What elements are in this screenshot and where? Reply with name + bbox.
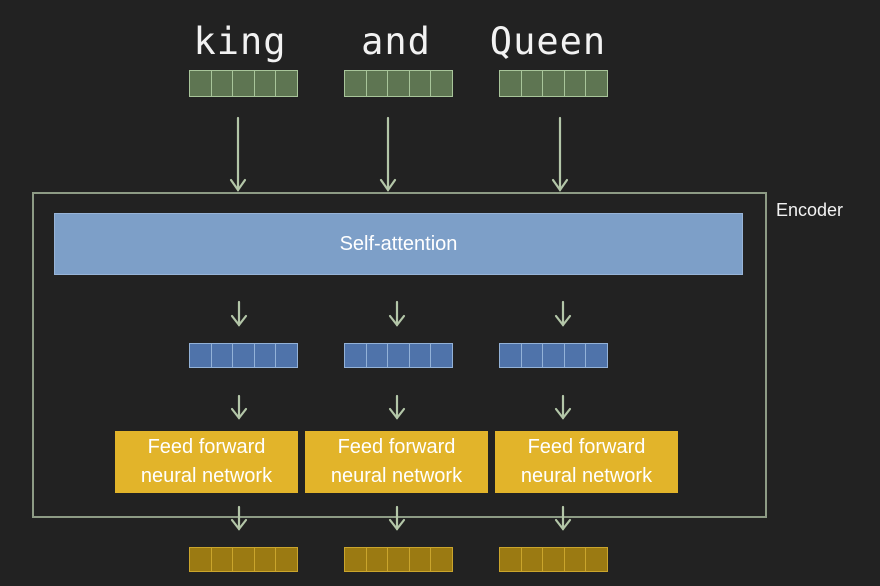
vector-cell bbox=[233, 548, 255, 571]
vector-cell bbox=[367, 71, 389, 96]
embedding-vector-queen bbox=[499, 70, 608, 97]
vector-cell bbox=[410, 344, 432, 367]
vector-cell bbox=[345, 71, 367, 96]
vector-cell bbox=[367, 548, 389, 571]
vector-cell bbox=[190, 548, 212, 571]
ffn-label-line2: neural network bbox=[140, 465, 273, 487]
vector-cell bbox=[500, 548, 522, 571]
encoder-label: Encoder bbox=[776, 200, 844, 220]
vector-cell bbox=[388, 344, 410, 367]
vector-cell bbox=[190, 344, 212, 367]
encoder-output-vector-2 bbox=[344, 547, 453, 572]
vector-cell bbox=[255, 548, 277, 571]
vector-cell bbox=[345, 344, 367, 367]
vector-cell bbox=[565, 344, 587, 367]
vector-cell bbox=[233, 71, 255, 96]
vector-cell bbox=[500, 71, 522, 96]
vector-cell bbox=[522, 71, 544, 96]
ffn-label-line2: neural network bbox=[330, 465, 463, 487]
vector-cell bbox=[410, 548, 432, 571]
ffn-label-line1: Feed forward bbox=[337, 436, 456, 458]
vector-cell bbox=[367, 344, 389, 367]
self-attention-layer: Self-attention bbox=[54, 213, 743, 275]
vector-cell bbox=[500, 344, 522, 367]
embedding-vector-king bbox=[189, 70, 298, 97]
vector-cell bbox=[212, 548, 234, 571]
self-attention-label: Self-attention bbox=[339, 232, 458, 255]
ffn-label-line1: Feed forward bbox=[527, 436, 646, 458]
input-word-queen: Queen bbox=[489, 20, 607, 63]
input-word-and: and bbox=[361, 20, 431, 63]
vector-cell bbox=[212, 344, 234, 367]
vector-cell bbox=[190, 71, 212, 96]
attention-output-vector-3 bbox=[499, 343, 608, 368]
embedding-vector-and bbox=[344, 70, 453, 97]
vector-cell bbox=[543, 548, 565, 571]
vector-cell bbox=[522, 344, 544, 367]
attention-output-vector-1 bbox=[189, 343, 298, 368]
encoder-output-vector-3 bbox=[499, 547, 608, 572]
vector-cell bbox=[543, 71, 565, 96]
vector-cell bbox=[543, 344, 565, 367]
vector-cell bbox=[565, 548, 587, 571]
vector-cell bbox=[345, 548, 367, 571]
encoder-output-vector-1 bbox=[189, 547, 298, 572]
feed-forward-network-2: Feed forward neural network bbox=[305, 431, 488, 493]
feed-forward-network-1: Feed forward neural network bbox=[115, 431, 298, 493]
vector-cell bbox=[565, 71, 587, 96]
vector-cell bbox=[212, 71, 234, 96]
attention-output-vector-2 bbox=[344, 343, 453, 368]
vector-cell bbox=[410, 71, 432, 96]
vector-cell bbox=[522, 548, 544, 571]
vector-cell bbox=[255, 71, 277, 96]
feed-forward-network-3: Feed forward neural network bbox=[495, 431, 678, 493]
vector-cell bbox=[255, 344, 277, 367]
ffn-label-line2: neural network bbox=[520, 465, 653, 487]
vector-cell bbox=[388, 548, 410, 571]
input-word-king: king bbox=[193, 20, 287, 63]
vector-cell bbox=[233, 344, 255, 367]
ffn-label-line1: Feed forward bbox=[147, 436, 266, 458]
encoder-box bbox=[32, 192, 767, 518]
vector-cell bbox=[388, 71, 410, 96]
